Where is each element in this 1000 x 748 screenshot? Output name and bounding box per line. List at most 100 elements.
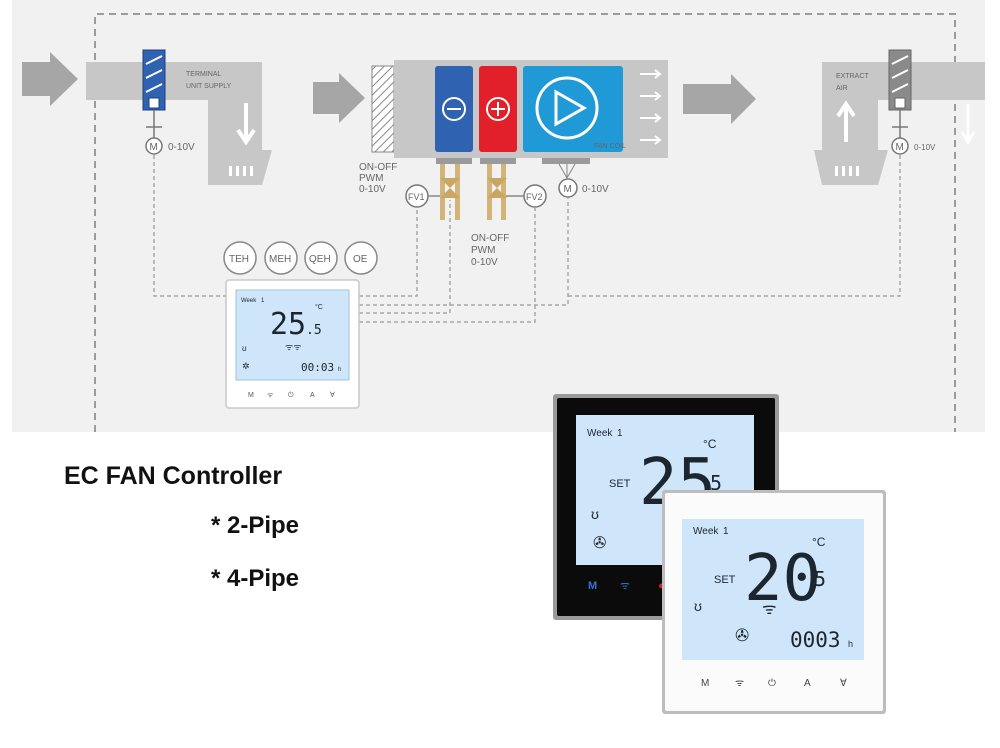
small-button-up[interactable]: A [310, 392, 315, 399]
extract-duct: EXTRACT AIR M 0-10V [814, 49, 985, 185]
fan-play-icon [535, 76, 599, 140]
damper-actuator-icon [148, 97, 160, 109]
feature-4-pipe: * 4-Pipe [211, 565, 300, 592]
extract-label-line1: EXTRACT [836, 73, 869, 80]
extract-label-line2: AIR [836, 85, 848, 92]
heating-coil-port [480, 158, 516, 164]
supply-duct: TERMINAL UNIT SUPPLY M 0-10V [22, 49, 272, 185]
sensor-teh-icon [223, 241, 257, 275]
white-temp-unit: °C [812, 535, 826, 549]
fan-motor-icon [558, 178, 578, 198]
white-button-up[interactable]: A [804, 678, 811, 689]
small-time: 00:03 [301, 361, 334, 374]
white-set-label: SET [714, 574, 736, 586]
up-arrow-icon [836, 100, 856, 142]
cooling-coil-port [436, 158, 472, 164]
small-time-unit: h [338, 367, 341, 373]
white-time-unit: h [848, 639, 853, 649]
valve-signal-line2: PWM [471, 245, 495, 256]
fan-motor-wires [558, 163, 576, 179]
fan-port [542, 158, 590, 164]
outlet-chevrons-icon [640, 69, 662, 145]
supply-motor-signal: 0-10V [168, 142, 195, 153]
plus-icon [486, 97, 510, 121]
minus-icon [442, 97, 466, 121]
white-week-num: 1 [723, 526, 729, 537]
terminal-label-line2: UNIT SUPPLY [186, 83, 232, 90]
black-button-power[interactable]: ● [658, 580, 665, 592]
small-snowflake-icon: ✲ [242, 361, 250, 371]
product-title: EC FAN Controller [64, 462, 283, 490]
supply-diffuser [208, 150, 272, 185]
small-button-power[interactable]: ⏻ [288, 391, 294, 399]
black-week-label: Week [587, 428, 613, 439]
sensor-qeh-label: QEH [309, 254, 331, 265]
damper-signal-line2: PWM [359, 173, 383, 184]
fancoil-outlet-arrow-head [731, 74, 756, 124]
sensor-oe-label: OE [353, 254, 368, 265]
black-set-label: SET [609, 478, 631, 490]
fan-motor-signal: 0-10V [582, 184, 609, 195]
fancoil-outlet-arrow [683, 84, 731, 114]
sensor-meh-icon [264, 241, 298, 275]
valve-signal-line3: 0-10V [471, 257, 498, 268]
sensor-meh-label: MEH [269, 254, 291, 265]
white-thermostat-photo: Week 1 SET 20 °C 5 ᯤ ʊ ✇ 0003 h M ᯤ ⏻ A … [662, 490, 886, 714]
extract-damper-actuator [894, 97, 906, 109]
damper-signal-line1: ON-OFF [359, 162, 397, 173]
black-flame-icon: ʊ [591, 506, 599, 522]
small-button-fan[interactable]: ᯤ [267, 392, 274, 399]
inlet-arrow-head [50, 52, 78, 106]
black-temp-unit: °C [703, 437, 717, 451]
white-temp-dec: 5 [814, 567, 826, 591]
fancoil-inlet-arrow-head [339, 73, 365, 123]
valve-pipes [440, 164, 506, 220]
fan-motor-label: M [564, 184, 572, 195]
small-button-m[interactable]: M [248, 392, 254, 399]
valve-fv1-label: FV1 [408, 192, 425, 202]
small-flame-icon: ʊ [242, 344, 247, 353]
small-button-down[interactable]: ∀ [330, 391, 335, 399]
inlet-arrow [22, 62, 50, 96]
extract-damper-blades [891, 55, 909, 93]
thermostat-lcd [235, 289, 350, 381]
white-button-down[interactable]: ∀ [840, 678, 847, 689]
valve-signal-line1: ON-OFF [471, 233, 509, 244]
white-flame-icon: ʊ [694, 598, 702, 614]
down-arrow-icon [236, 103, 256, 146]
schematic-thermostat: Week 1 25 .5 °C ᯤᯤ ʊ ✲ 00:03 h M ᯤ ⏻ A ∀ [225, 279, 360, 409]
white-week-label: Week [693, 526, 719, 537]
white-temp-int: 20 [744, 542, 821, 616]
black-fan-icon: ✇ [593, 535, 606, 552]
signal-wires [153, 155, 901, 323]
damper-signal-line3: 0-10V [359, 184, 386, 195]
black-button-m[interactable]: M [588, 580, 597, 592]
filter-icon [371, 65, 395, 153]
control-boundary-dashed [94, 13, 956, 432]
fan-coil-unit: FAN COIL M 0-10V FV1 FV2 ON-OFF [313, 60, 756, 268]
white-button-power[interactable]: ⏻ [768, 678, 776, 689]
extract-grille-slots [835, 166, 859, 176]
extract-motor-label: M [896, 142, 904, 153]
supply-motor-icon [145, 137, 163, 155]
damper-blades-icon [145, 55, 163, 93]
diffuser-slots [229, 166, 253, 176]
sensor-oe-icon [344, 241, 378, 275]
white-button-fan[interactable]: ᯤ [735, 678, 744, 689]
white-fan-icon: ✇ [735, 626, 749, 645]
valve-fv2-label: FV2 [526, 192, 543, 202]
small-temp-dec: .5 [306, 323, 322, 338]
white-button-m[interactable]: M [701, 678, 709, 689]
extract-motor-signal: 0-10V [914, 143, 936, 152]
white-fan-speed-icon: ᯤ [762, 601, 777, 618]
white-time: 0003 [790, 628, 841, 652]
sensor-qeh-icon [304, 241, 338, 275]
sensor-teh-label: TEH [229, 254, 249, 265]
black-week-num: 1 [617, 428, 623, 439]
black-button-fan[interactable]: ᯤ [620, 580, 630, 592]
small-week-label: Week [241, 298, 257, 304]
sensor-group: TEH MEH QEH OE [223, 241, 378, 275]
black-temp-dec: 5 [710, 471, 722, 495]
white-lcd [682, 519, 864, 660]
